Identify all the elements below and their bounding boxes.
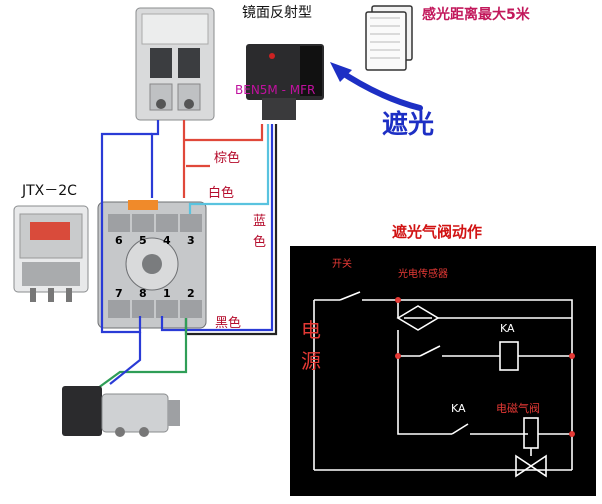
socket-pin-5: 5 <box>139 234 147 247</box>
schematic-title: 遮光气阀动作 <box>392 223 483 241</box>
relay-coil-label: KA <box>500 322 515 335</box>
circuit-breaker <box>135 7 215 121</box>
power-label: 电源 <box>301 318 321 373</box>
shading-label: 遮光 <box>382 110 435 140</box>
wires <box>97 120 278 389</box>
photoelectric-sensor <box>246 44 324 120</box>
relay <box>13 205 89 302</box>
switch-label: 开关 <box>332 259 352 270</box>
wire-black-label: 黑色 <box>215 316 242 331</box>
photo-sensor-label: 光电传感器 <box>398 269 448 280</box>
socket-pin-7: 7 <box>115 287 123 300</box>
socket-pin-2: 2 <box>187 287 195 300</box>
socket-pin-4: 4 <box>163 234 171 247</box>
schematic-panel <box>290 246 596 496</box>
socket-pin-3: 3 <box>187 234 195 247</box>
solenoid-valve-label: 电磁气阀 <box>496 402 540 415</box>
wire-blue-label: 蓝色 <box>253 214 267 250</box>
wire-white-label: 白色 <box>208 186 235 201</box>
relay-socket <box>97 200 207 329</box>
relay-model-label: JTX－2C <box>22 183 77 199</box>
socket-pin-1: 1 <box>163 287 171 300</box>
diagram-title: 镜面反射型 <box>242 5 312 21</box>
detect-distance-label: 感光距离最大5米 <box>422 7 530 23</box>
socket-pin-8: 8 <box>139 287 147 300</box>
socket-pin-6: 6 <box>115 234 123 247</box>
sensor-model-label: BEN5M - MFR <box>235 83 316 97</box>
wire-brown-label: 棕色 <box>214 151 241 166</box>
reflector-icon <box>365 5 413 71</box>
solenoid-valve-device <box>62 386 180 437</box>
relay-contact-label: KA <box>451 402 466 415</box>
arrow-icon <box>330 62 423 111</box>
